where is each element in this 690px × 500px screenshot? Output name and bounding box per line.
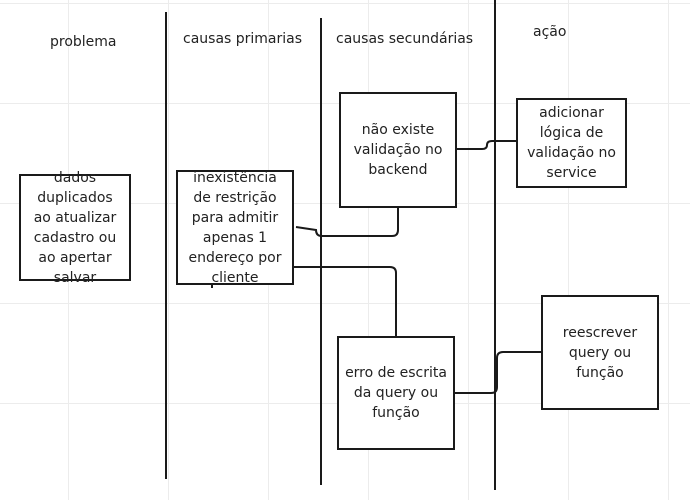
connector-validacao-to-acao [457,140,516,150]
column-divider-2 [320,18,322,485]
secondary-cause-query-box: erro de escrita da query ou função [337,336,455,450]
connector-escrita-to-acao [455,351,541,394]
action-validation-box: adicionar lógica de validação no service [516,98,627,188]
connector-validacao-to-causa-primaria [295,207,399,237]
action-query-box: reescrever query ou função [541,295,659,410]
column-header-problema: problema [50,34,117,50]
problem-box: dados duplicados ao atualizar cadastro o… [19,170,131,286]
column-header-causas-primarias: causas primarias [183,31,303,47]
primary-cause-box: inexistência de restrição para admitir a… [176,170,294,286]
column-header-acao: ação [533,24,567,40]
connector-causa-primaria-to-escrita [294,266,397,336]
column-header-causas-secundarias: causas secundárias [336,31,474,47]
column-divider-1 [165,12,167,479]
column-divider-3 [494,0,496,490]
secondary-cause-validation-box: não existe validação no backend [339,92,457,208]
